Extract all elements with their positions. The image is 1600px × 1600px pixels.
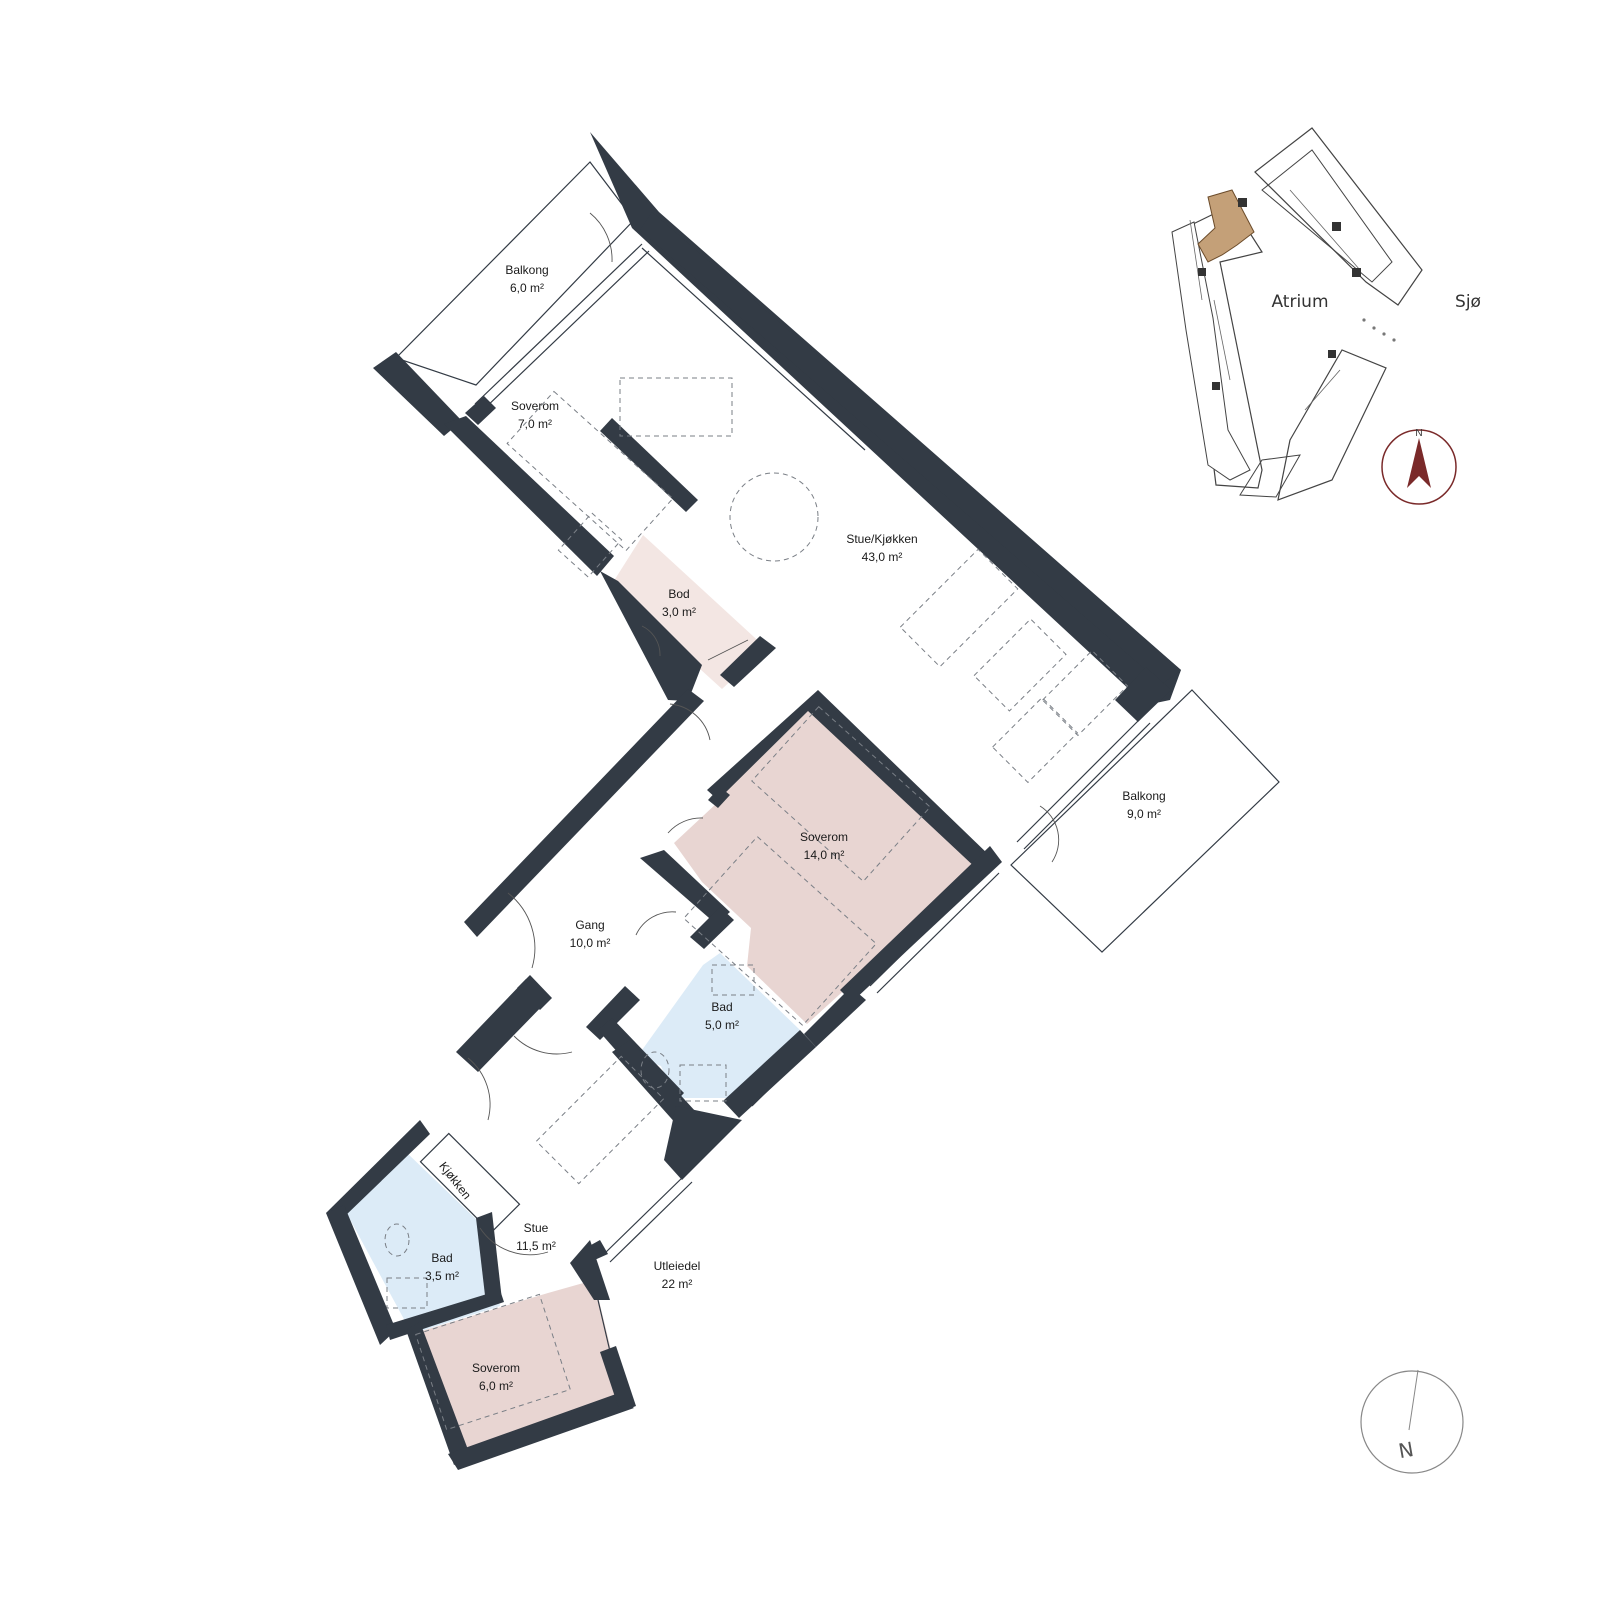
- window-north-1: [474, 243, 643, 405]
- north-arrow-needle-icon: [1408, 1369, 1419, 1431]
- door-swings: [467, 212, 1060, 1256]
- key-plan-east-wing: [1277, 349, 1387, 501]
- bath-5-fill: [637, 953, 800, 1098]
- rental-unit-area: 22 m²: [662, 1277, 693, 1291]
- key-plan-north-wing: [1254, 127, 1423, 306]
- window-stue-2: [609, 1181, 693, 1263]
- room-label-name: Gang: [575, 918, 604, 932]
- balcony-east-outline: [1010, 689, 1280, 953]
- room-label-name: Stue: [524, 1221, 549, 1235]
- key-plan-compass-ring: [1381, 429, 1457, 505]
- room-label-name: Bad: [711, 1000, 732, 1014]
- walls: [326, 132, 1181, 1470]
- north-arrow-circle: [1360, 1370, 1464, 1474]
- bath-35-fill: [346, 1152, 500, 1334]
- room-label-name: Soverom: [511, 399, 559, 413]
- room-label-area: 7,0 m²: [518, 417, 552, 431]
- window-bed14-2: [876, 872, 1000, 994]
- room-label-area: 9,0 m²: [1127, 807, 1161, 821]
- room-label-area: 3,5 m²: [425, 1269, 459, 1283]
- room-label-area: 14,0 m²: [804, 848, 845, 862]
- key-plan-compass-letter: N: [1415, 428, 1422, 439]
- key-plan-atrium-label: Atrium: [1271, 292, 1328, 312]
- room-label-name: Balkong: [1122, 789, 1165, 803]
- rental-unit-name: Utleiedel: [654, 1259, 701, 1273]
- room-label-name: Balkong: [505, 263, 548, 277]
- window-stue-1: [602, 1174, 686, 1256]
- key-plan-sea-label: Sjø: [1455, 292, 1481, 312]
- room-label-name: Soverom: [472, 1361, 520, 1375]
- room-label-area: 5,0 m²: [705, 1018, 739, 1032]
- room-label-area: 43,0 m²: [862, 550, 903, 564]
- room-label-area: 6,0 m²: [479, 1379, 513, 1393]
- room-label-area: 10,0 m²: [570, 936, 611, 950]
- key-plan-compass-arrow-icon: [1407, 438, 1431, 488]
- bedroom-14-fill: [674, 697, 990, 1024]
- key-plan: Atrium Sjø N: [1171, 127, 1481, 505]
- north-arrow: N: [1360, 1369, 1464, 1474]
- room-label-name: Stue/Kjøkken: [846, 532, 917, 546]
- room-label-area: 11,5 m²: [516, 1239, 556, 1253]
- window-east-1: [1016, 715, 1144, 843]
- room-label-area: 6,0 m²: [510, 281, 544, 295]
- room-label-name: Soverom: [800, 830, 848, 844]
- window-north-2: [481, 250, 650, 412]
- room-label-name: Bod: [668, 587, 689, 601]
- room-labels: Balkong 6,0 m² Soverom 7,0 m² Stue/Kjøkk…: [425, 263, 1166, 1393]
- north-arrow-letter: N: [1397, 1437, 1416, 1463]
- room-label-area: 3,0 m²: [662, 605, 696, 619]
- kitchen-front-line: [641, 247, 866, 451]
- window-east-2: [1023, 722, 1151, 850]
- kitchen-counter: [419, 1132, 521, 1234]
- room-label-name: Bad: [431, 1251, 452, 1265]
- balcony-north-outline: [394, 161, 635, 386]
- dining-table: [729, 472, 819, 562]
